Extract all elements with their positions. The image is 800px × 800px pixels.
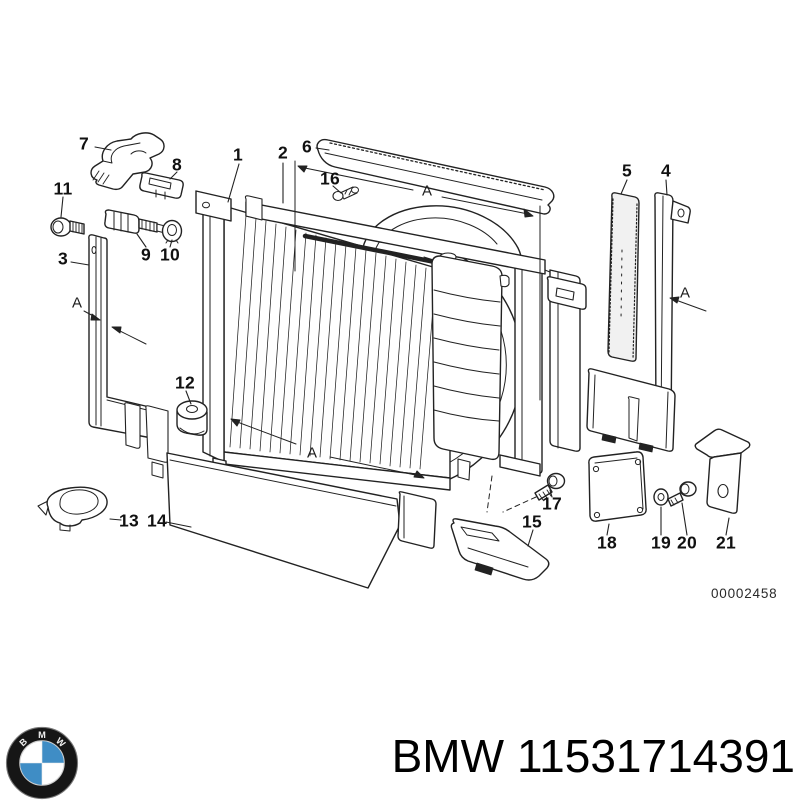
dimension-label-top: A	[421, 182, 433, 200]
callout-10: 10	[159, 244, 181, 265]
top-crossmember-drawing	[244, 195, 546, 275]
bracket-15-drawing	[450, 518, 550, 581]
diagram-code: 00002458	[711, 586, 778, 601]
fan-shroud-drawing	[361, 205, 587, 488]
callout-19: 19	[650, 532, 672, 553]
expansion-tank-drawing	[431, 252, 510, 481]
radiator-drawing	[195, 190, 451, 491]
screw-16-drawing	[332, 186, 359, 202]
bolt-20-drawing	[667, 481, 697, 507]
dimension-label-bottom: A	[306, 444, 318, 462]
callout-20: 20	[676, 532, 698, 553]
callout-12: 12	[174, 372, 196, 393]
brand-name: BMW	[391, 730, 504, 782]
bmw-logo-quarter-divider	[20, 741, 64, 785]
bracket-4-drawing	[586, 192, 691, 453]
bmw-logo-blue-quarter-bottom-left	[20, 763, 42, 785]
dimension-label-right: A	[679, 284, 691, 302]
module-18-drawing	[588, 451, 647, 522]
callout-18: 18	[596, 532, 618, 553]
callout-leader-lines	[60, 146, 730, 547]
bmw-logo-letter-b: B	[18, 736, 30, 748]
callout-7: 7	[78, 133, 90, 154]
air-duct-14-drawing	[166, 452, 437, 589]
part-number: 11531714391	[517, 730, 795, 782]
callout-5: 5	[621, 160, 633, 181]
bolt-11-drawing	[50, 217, 85, 237]
clip-8-drawing	[139, 172, 184, 200]
washer-19-drawing	[653, 488, 669, 506]
sensor-9-drawing	[104, 209, 169, 234]
callout-3: 3	[57, 248, 69, 269]
footer: BMW 11531714391	[392, 733, 795, 779]
callout-13: 13	[118, 510, 140, 531]
callout-4: 4	[660, 160, 672, 181]
callout-17: 17	[541, 493, 563, 514]
grommet-12-drawing	[176, 400, 208, 436]
callout-16: 16	[319, 168, 341, 189]
callout-8: 8	[171, 154, 183, 175]
callout-14: 14	[146, 510, 168, 531]
bmw-logo: B M W	[5, 726, 79, 800]
callout-11: 11	[53, 178, 73, 199]
bracket-21-drawing	[694, 428, 751, 514]
lock-ring-10-drawing	[161, 219, 183, 244]
callout-1: 1	[232, 144, 244, 165]
callout-2: 2	[277, 142, 289, 163]
callout-9: 9	[140, 244, 152, 265]
callout-15: 15	[521, 511, 543, 532]
clip-13-drawing	[37, 486, 108, 532]
callout-21: 21	[715, 532, 737, 553]
top-rubber-strip-drawing	[316, 138, 555, 215]
bmw-logo-blue-quarter-top-right	[42, 741, 64, 763]
bracket-7-drawing	[90, 132, 165, 191]
dimension-lines	[83, 160, 707, 479]
callout-6: 6	[301, 136, 313, 157]
bolt-17-drawing	[486, 472, 566, 513]
strip-5-drawing	[607, 192, 640, 362]
dimension-label-left: A	[71, 294, 83, 312]
bmw-logo-letter-m: M	[38, 730, 46, 740]
lower-mount-tabs-drawing	[124, 402, 169, 479]
